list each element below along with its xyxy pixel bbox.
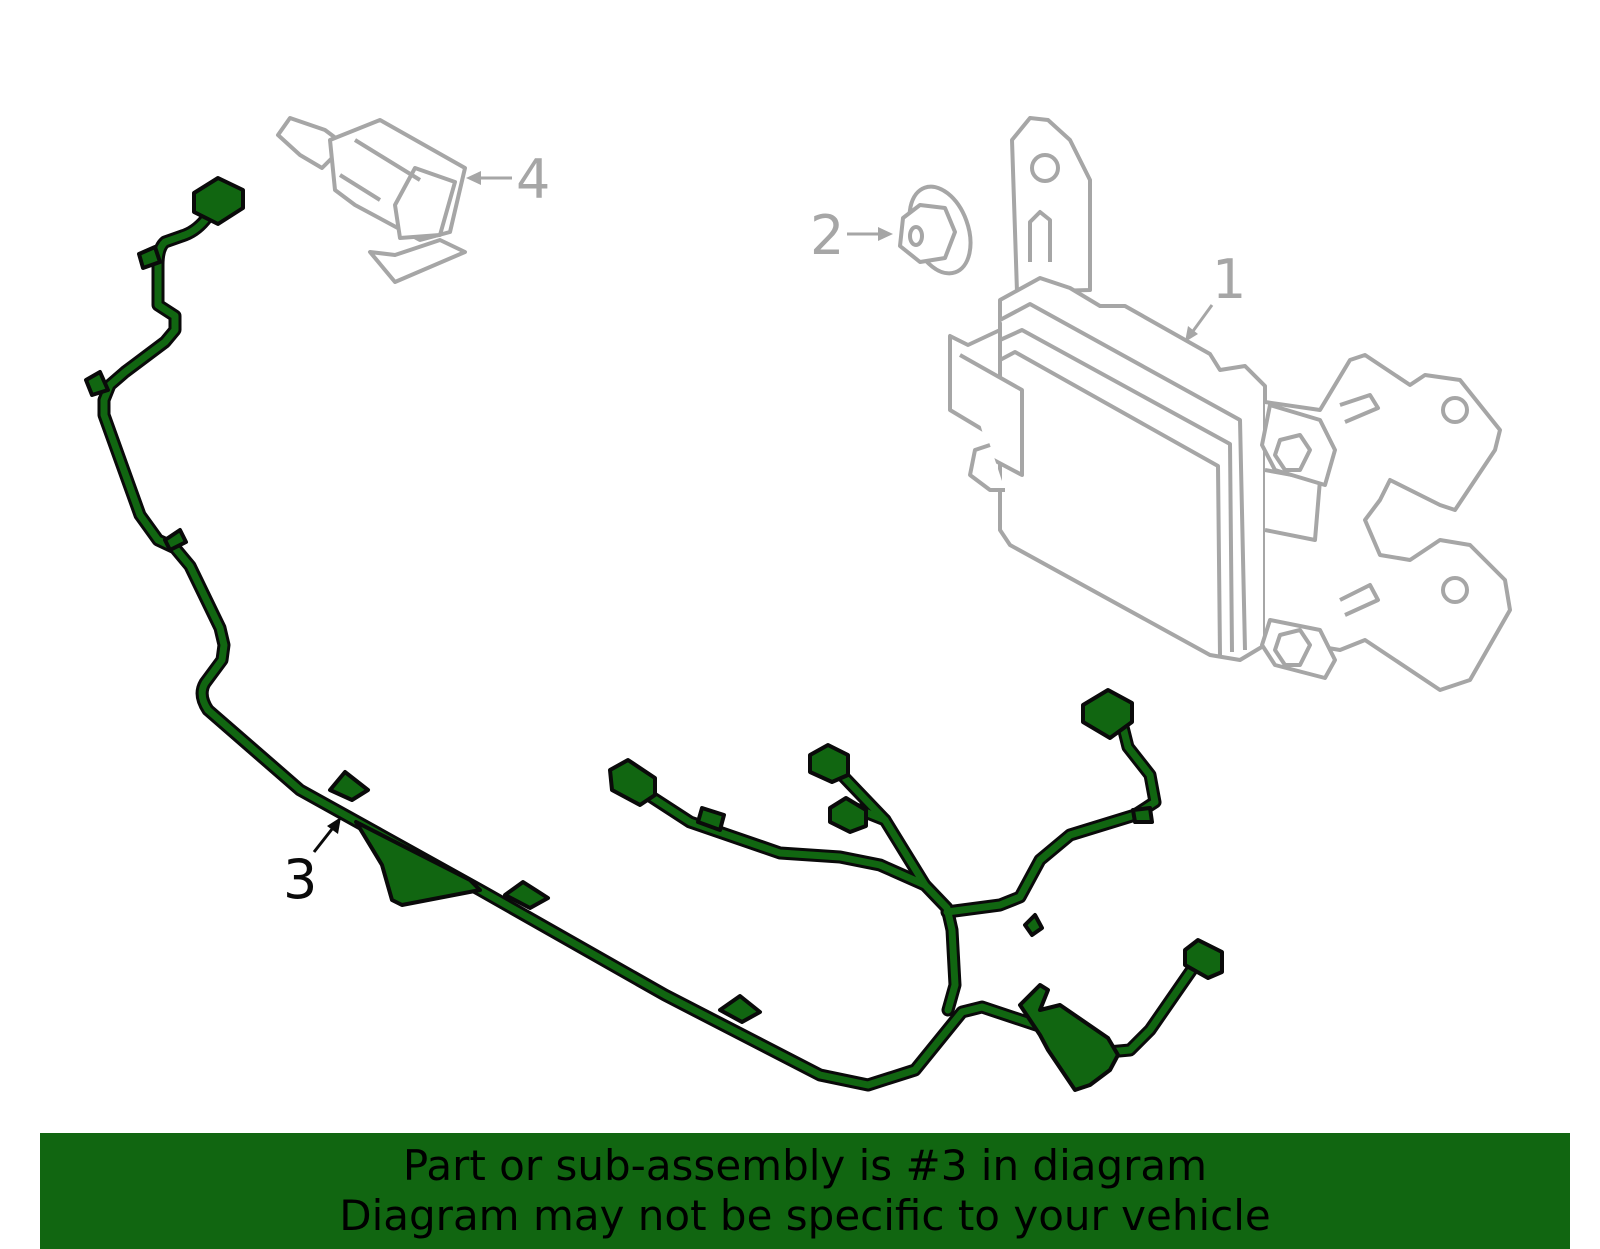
callout-3-arrowhead <box>327 817 341 834</box>
callout-2-number: 2 <box>810 204 844 267</box>
info-banner: Part or sub-assembly is #3 in diagram Di… <box>40 1133 1570 1249</box>
wiring-harness-part-3 <box>84 176 1224 1092</box>
callout-3-number: 3 <box>283 848 317 911</box>
callout-2: 2 <box>810 204 893 267</box>
banner-line-2: Diagram may not be specific to your vehi… <box>339 1191 1271 1240</box>
banner-line-1: Part or sub-assembly is #3 in diagram <box>402 1141 1208 1190</box>
callout-3: 3 <box>283 817 341 911</box>
callout-4-number: 4 <box>516 148 550 211</box>
callout-4-arrowhead <box>466 171 481 185</box>
nut-part-2 <box>898 184 973 276</box>
callout-2-arrowhead <box>878 227 893 241</box>
callout-1: 1 <box>1185 248 1246 342</box>
callout-1-arrowhead <box>1185 326 1198 342</box>
parts-diagram: 1 2 3 4 <box>84 116 1512 1092</box>
sensor-part-4 <box>276 116 467 284</box>
module-part-1 <box>948 116 1512 692</box>
callout-4: 4 <box>466 148 550 211</box>
callout-1-number: 1 <box>1212 248 1246 311</box>
